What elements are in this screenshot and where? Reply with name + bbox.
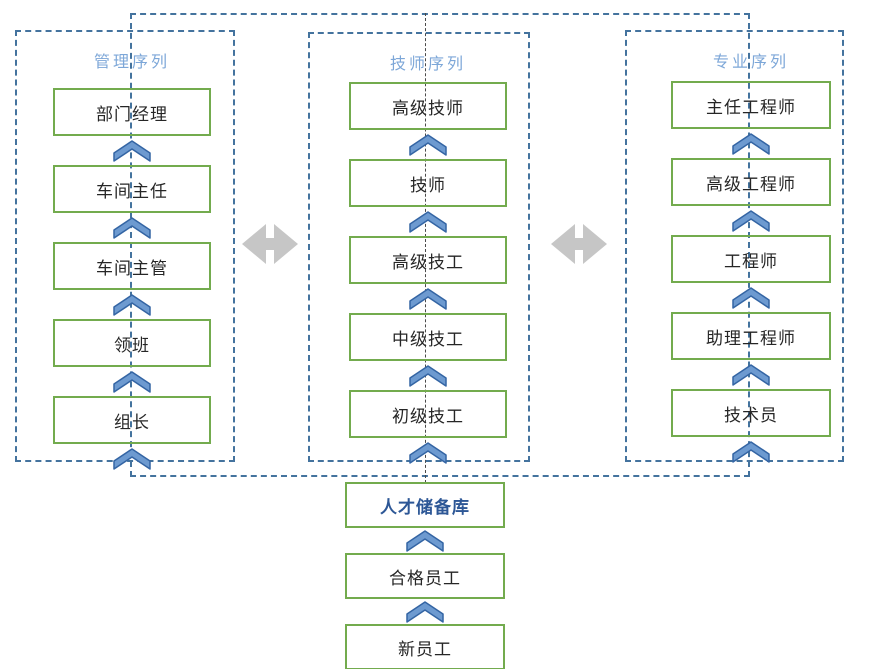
up-chevron-icon: [671, 360, 831, 389]
professional-level-stack: 主任工程师 高级工程师 工程师 助理工程师 技术员: [671, 81, 831, 466]
level-box: 车间主管: [53, 242, 211, 290]
up-chevron-icon: [53, 367, 211, 396]
level-box: 高级技工: [349, 236, 507, 284]
level-box: 车间主任: [53, 165, 211, 213]
level-box: 中级技工: [349, 313, 507, 361]
level-box: 技师: [349, 159, 507, 207]
up-chevron-icon: [349, 284, 507, 313]
level-box: 组长: [53, 396, 211, 444]
up-chevron-icon: [349, 130, 507, 159]
technician-sequence-column: 技师序列 高级技师 技师 高级技工 中级技工 初级技工: [308, 32, 530, 464]
column-title-professional: 专业序列: [712, 54, 789, 71]
level-box: 领班: [53, 319, 211, 367]
up-chevron-icon: [53, 444, 211, 473]
level-box: 高级技师: [349, 82, 507, 130]
column-title-technician: 技师序列: [389, 56, 466, 73]
new-employee-box: 新员工: [345, 624, 505, 669]
up-chevron-icon: [349, 438, 507, 467]
level-box: 工程师: [671, 235, 831, 283]
qualified-employee-box: 合格员工: [345, 553, 505, 599]
promotion-channel-outline: [130, 13, 750, 477]
technician-level-stack: 高级技师 技师 高级技工 中级技工 初级技工: [349, 82, 507, 467]
talent-reserve-box: 人才储备库: [345, 482, 505, 528]
talent-pipeline-stack: 人才储备库 合格员工 新员工: [345, 482, 505, 669]
up-chevron-icon: [671, 283, 831, 312]
up-chevron-icon: [53, 213, 211, 242]
left-right-arrow-icon: [242, 224, 298, 264]
up-chevron-icon: [345, 599, 505, 624]
up-chevron-icon: [671, 437, 831, 466]
level-box: 助理工程师: [671, 312, 831, 360]
up-chevron-icon: [671, 206, 831, 235]
level-box: 技术员: [671, 389, 831, 437]
level-box: 主任工程师: [671, 81, 831, 129]
up-chevron-icon: [345, 528, 505, 553]
up-chevron-icon: [349, 361, 507, 390]
up-chevron-icon: [53, 290, 211, 319]
up-chevron-icon: [671, 129, 831, 158]
column-title-management: 管理序列: [93, 54, 170, 71]
level-box: 初级技工: [349, 390, 507, 438]
level-box: 部门经理: [53, 88, 211, 136]
up-chevron-icon: [349, 207, 507, 236]
up-chevron-icon: [53, 136, 211, 165]
professional-sequence-column: 专业序列 主任工程师 高级工程师 工程师 助理工程师 技术员: [625, 30, 844, 463]
management-level-stack: 部门经理 车间主任 车间主管 领班 组长: [53, 88, 211, 473]
center-axis-line: [425, 13, 426, 483]
management-sequence-column: 管理序列 部门经理 车间主任 车间主管 领班 组长: [15, 30, 235, 470]
left-right-arrow-icon: [551, 224, 607, 264]
level-box: 高级工程师: [671, 158, 831, 206]
